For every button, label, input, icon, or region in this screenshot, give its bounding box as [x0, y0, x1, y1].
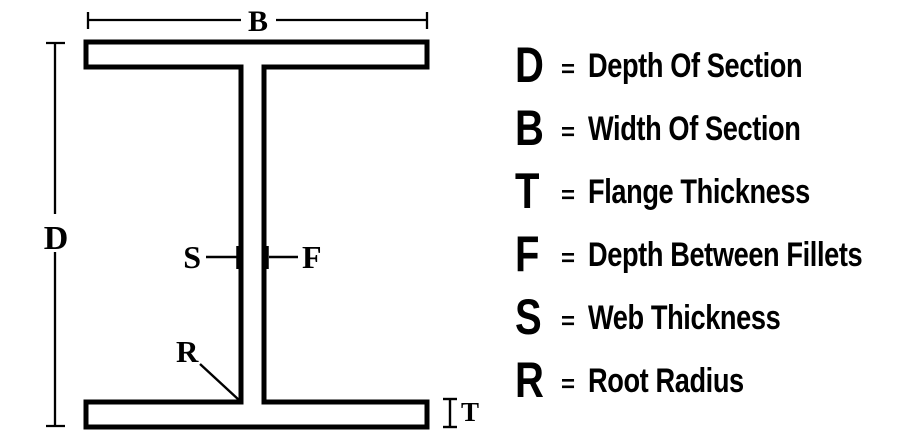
root-radius-label: R — [176, 334, 199, 369]
legend-definition-root-radius: Root Radius — [588, 362, 744, 400]
legend-row-flange-thickness: T = Flange Thickness — [515, 166, 865, 216]
depth-label: D — [44, 220, 69, 257]
legend-symbol-s: S — [515, 289, 542, 345]
legend-symbol-r: R — [515, 352, 544, 408]
equals-sign: = — [561, 371, 576, 398]
width-dimension — [86, 12, 429, 29]
ibeam-outline — [83, 39, 430, 430]
depth-dimension — [46, 41, 65, 428]
legend-row-web-thickness: S = Web Thickness — [515, 292, 828, 342]
web-thickness-label: S — [183, 239, 201, 275]
flange-thickness-label: T — [461, 397, 479, 427]
fillet-depth-label: F — [302, 239, 322, 275]
legend-symbol-b: B — [515, 100, 544, 156]
legend-definition-web-thickness: Web Thickness — [588, 299, 781, 337]
legend-symbol-t: T — [515, 163, 539, 219]
ibeam-cross-section-diagram: B D S F R T — [44, 5, 479, 430]
equals-sign: = — [561, 119, 576, 146]
legend-definition-fillet-depth: Depth Between Fillets — [588, 236, 863, 274]
legend-symbol-f: F — [515, 226, 539, 282]
legend-row-root-radius: R = Root Radius — [515, 355, 783, 405]
width-label: B — [248, 5, 268, 38]
legend-definition-width: Width Of Section — [588, 110, 801, 148]
legend-definition-depth: Depth Of Section — [588, 47, 803, 85]
legend-definition-flange-thickness: Flange Thickness — [588, 173, 810, 211]
equals-sign: = — [561, 182, 576, 209]
flange-thickness-dimension — [443, 397, 457, 429]
legend-symbol-d: D — [515, 37, 544, 93]
equals-sign: = — [561, 56, 576, 83]
root-radius-leader-line — [199, 363, 240, 401]
legend-row-fillet-depth: F = Depth Between Fillets — [515, 229, 910, 279]
web-thickness-leader — [206, 246, 241, 269]
legend-row-width: B = Width Of Section — [515, 103, 854, 153]
equals-sign: = — [561, 245, 576, 272]
equals-sign: = — [561, 308, 576, 335]
fillet-depth-leader — [264, 246, 298, 269]
legend-row-depth: D = Depth Of Section — [515, 40, 856, 90]
